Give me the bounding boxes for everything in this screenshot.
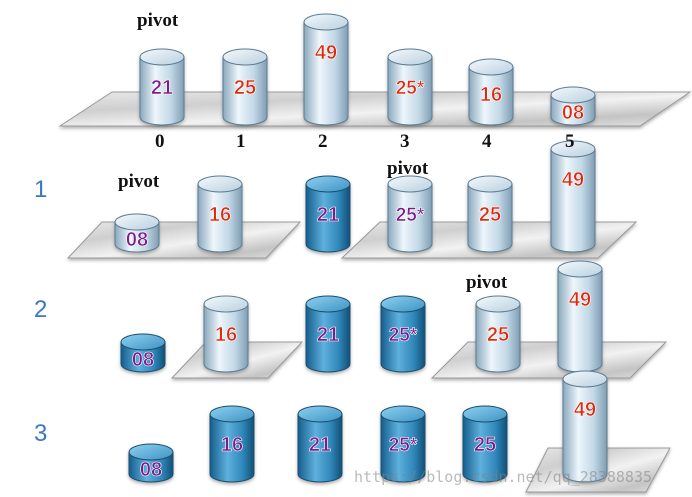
cylinder-r1-5: 49 bbox=[550, 140, 596, 253]
cylinder-r0-0: 21 bbox=[139, 48, 185, 126]
cylinder-value-r2-2: 21 bbox=[317, 324, 339, 346]
index-label-2: 2 bbox=[318, 131, 328, 152]
cylinder-r1-2: 21 bbox=[305, 175, 351, 253]
cylinder-r3-3: 25* bbox=[380, 405, 426, 483]
cylinder-value-r0-3: 25* bbox=[396, 78, 425, 99]
cylinder-value-r2-4: 25 bbox=[487, 324, 509, 346]
platform-row1-left bbox=[66, 221, 302, 259]
cylinder-value-r1-2: 21 bbox=[317, 204, 339, 226]
cylinder-value-r1-1: 16 bbox=[209, 204, 231, 226]
cylinder-r1-1: 16 bbox=[197, 175, 243, 253]
step-label-3: 3 bbox=[34, 420, 48, 447]
index-label-4: 4 bbox=[482, 131, 492, 152]
pivot-label-row1-left: pivot bbox=[118, 171, 160, 192]
cylinder-value-r3-4: 25 bbox=[474, 434, 496, 456]
cylinder-value-r2-5: 49 bbox=[569, 289, 591, 311]
cylinder-r2-4: 25 bbox=[475, 295, 521, 373]
cylinder-value-r1-5: 49 bbox=[562, 169, 584, 191]
cylinder-value-r2-1: 16 bbox=[215, 324, 237, 346]
cylinder-r3-1: 16 bbox=[209, 405, 255, 483]
cylinder-value-r0-5: 08 bbox=[562, 102, 584, 124]
cylinder-value-r3-3: 25* bbox=[389, 435, 418, 456]
cylinder-r0-2: 49 bbox=[303, 13, 349, 126]
platform-row0 bbox=[58, 91, 692, 127]
cylinder-r2-5: 49 bbox=[557, 260, 603, 373]
cylinder-r2-2: 21 bbox=[305, 295, 351, 373]
cylinder-r2-0: 08 bbox=[120, 333, 166, 373]
cylinder-value-r3-2: 21 bbox=[309, 434, 331, 456]
cylinder-value-r1-4: 25 bbox=[479, 204, 501, 226]
cylinder-r1-4: 25 bbox=[467, 175, 513, 253]
cylinder-value-r1-3: 25* bbox=[396, 205, 425, 226]
index-label-1: 1 bbox=[236, 131, 246, 152]
cylinder-value-r0-2: 49 bbox=[315, 42, 337, 64]
cylinder-r2-3: 25* bbox=[380, 295, 426, 373]
cylinder-r1-3: 25* bbox=[387, 175, 433, 253]
cylinder-r1-0: 08 bbox=[114, 213, 160, 253]
step-label-1: 1 bbox=[34, 176, 48, 203]
cylinder-r0-3: 25* bbox=[387, 48, 433, 126]
cylinder-value-r1-0: 08 bbox=[126, 229, 148, 251]
pivot-label-row1-right: pivot bbox=[387, 158, 429, 179]
cylinder-r0-4: 16 bbox=[468, 58, 514, 126]
cylinder-value-r3-5: 49 bbox=[574, 399, 596, 421]
cylinder-r0-1: 25 bbox=[222, 48, 268, 126]
cylinder-r0-5: 08 bbox=[550, 86, 596, 126]
index-label-5: 5 bbox=[565, 131, 575, 152]
pivot-label-row2: pivot bbox=[466, 272, 508, 293]
cylinder-r3-0: 08 bbox=[128, 443, 174, 483]
watermark: https://blog.csdn.net/qq_28388835 bbox=[354, 468, 653, 486]
platform-row2-right bbox=[430, 341, 668, 379]
cylinder-value-r0-1: 25 bbox=[234, 77, 256, 99]
cylinder-r3-4: 25 bbox=[462, 405, 508, 483]
cylinder-r2-1: 16 bbox=[203, 295, 249, 373]
cylinder-value-r3-1: 16 bbox=[221, 434, 243, 456]
cylinder-value-r3-0: 08 bbox=[140, 459, 162, 481]
index-label-0: 0 bbox=[155, 131, 165, 152]
cylinder-value-r0-4: 16 bbox=[480, 84, 502, 106]
step-label-2: 2 bbox=[34, 296, 48, 323]
cylinder-r3-2: 21 bbox=[297, 405, 343, 483]
index-label-3: 3 bbox=[400, 131, 410, 152]
cylinder-value-r0-0: 21 bbox=[151, 77, 173, 99]
cylinder-value-r2-0: 08 bbox=[132, 349, 154, 371]
pivot-label-row0: pivot bbox=[137, 10, 179, 31]
cylinder-r3-5: 49 bbox=[562, 370, 608, 483]
cylinder-value-r2-3: 25* bbox=[389, 325, 418, 346]
